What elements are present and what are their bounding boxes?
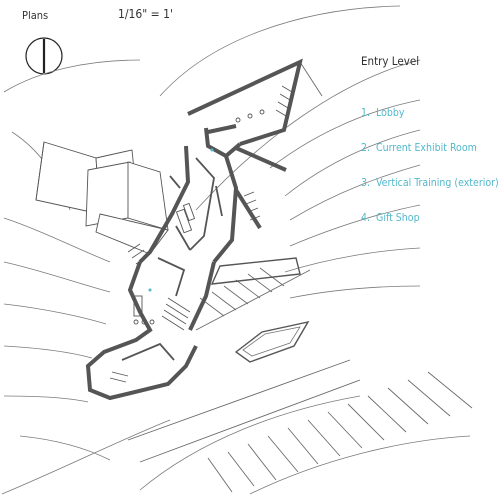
legend-number: 2. <box>361 142 371 154</box>
parking-stalls <box>199 267 473 493</box>
legend-label: Lobby <box>376 107 405 119</box>
level-title: Entry Level <box>361 54 420 68</box>
fixtures <box>133 109 265 325</box>
plans-label: Plans <box>22 9 49 22</box>
legend-label: Vertical Training (exterior) <box>376 177 499 189</box>
site-curbs <box>127 61 361 463</box>
parking-island <box>234 320 310 363</box>
interior-partitions <box>121 157 223 361</box>
room-legend: 1. Lobby 2. Current Exhibit Room 3. Vert… <box>361 106 499 246</box>
legend-number: 4. <box>361 212 371 224</box>
building-walls <box>85 58 303 401</box>
legend-item: 3. Vertical Training (exterior) <box>361 176 499 211</box>
legend-item: 4. Gift Shop <box>361 211 499 246</box>
legend-label: Current Exhibit Room <box>376 142 477 154</box>
parking-island-inner <box>242 326 301 357</box>
scale-label: 1/16" = 1' <box>118 7 173 21</box>
legend-number: 3. <box>361 177 371 189</box>
site-contours <box>1 5 471 495</box>
roof-panels <box>35 141 169 255</box>
stairs <box>109 85 293 383</box>
room-markers <box>148 148 214 292</box>
plaza-wall <box>210 257 301 285</box>
legend-item: 1. Lobby <box>361 106 499 141</box>
legend-label: Gift Shop <box>376 212 420 224</box>
legend-number: 1. <box>361 107 371 119</box>
north-arrow-icon <box>25 37 63 75</box>
legend-item: 2. Current Exhibit Room <box>361 141 499 176</box>
